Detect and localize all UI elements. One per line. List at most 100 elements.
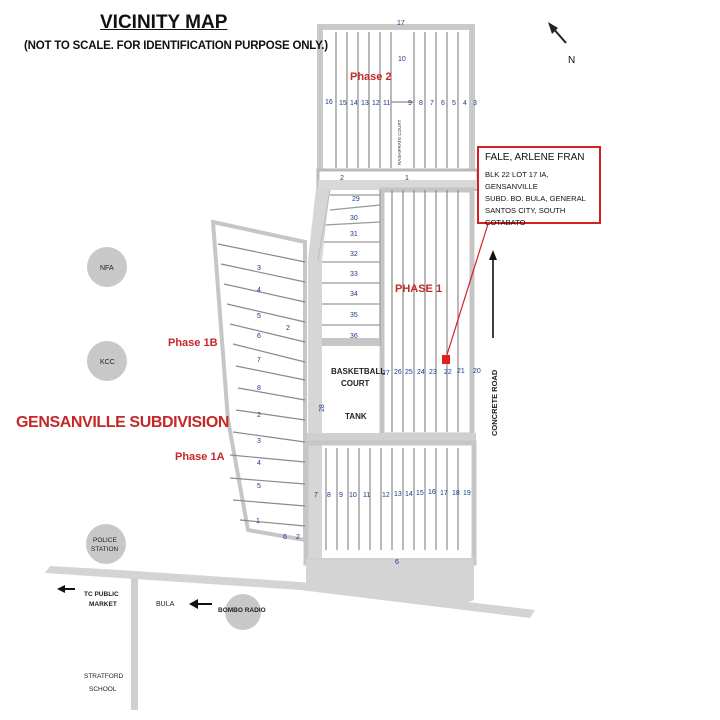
block-number: 16 (325, 99, 333, 106)
map-subtitle: (NOT TO SCALE. FOR IDENTIFICATION PURPOS… (24, 40, 328, 52)
basketball-court-label-2: COURT (341, 379, 370, 388)
block-number: 22 (444, 369, 452, 376)
block-number: 34 (350, 291, 358, 298)
block-number: 25 (405, 369, 413, 376)
block-number: 35 (350, 312, 358, 319)
tank-label: TANK (345, 412, 367, 421)
phase1b-1a-area (210, 219, 307, 543)
nfa-label: NFA (100, 265, 114, 272)
lower-area (303, 440, 477, 568)
block-number: 6 (441, 100, 445, 107)
tc-market-label-1: TC PUBLIC (84, 591, 119, 598)
block-number: 1 (256, 518, 260, 525)
arrow-left-icon (57, 585, 75, 593)
block-number: 31 (350, 231, 358, 238)
bombo-label: BOMBO RADIO (218, 607, 266, 614)
bula-label: BULA (156, 601, 175, 608)
block-number: 28 (319, 404, 326, 412)
block-number: 4 (257, 460, 261, 467)
block-number: 9 (408, 100, 412, 107)
block-number: 21 (457, 368, 465, 375)
basketball-court-label-1: BASKETBALL (331, 367, 385, 376)
block-number: 16 (428, 489, 436, 496)
block-number: 6 (283, 534, 287, 541)
block-number: 14 (350, 100, 358, 107)
block-number: 3 (473, 100, 477, 107)
owner-address-line: SANTOS CITY, SOUTH COTABATO (485, 206, 566, 227)
owner-name: FALE, ARLENE FRAN (485, 152, 585, 163)
internal-road-mid (306, 433, 476, 443)
block-number: 15 (339, 100, 347, 107)
phase1a-label: Phase 1A (175, 451, 225, 463)
block-number: 14 (405, 491, 413, 498)
stratford-label-1: STRATFORD (84, 673, 124, 680)
block-number: 33 (350, 271, 358, 278)
block-number: 9 (339, 492, 343, 499)
block-number: 18 (452, 490, 460, 497)
block-number: 32 (350, 251, 358, 258)
phase1-area (320, 187, 475, 438)
kcc-label: KCC (100, 359, 115, 366)
block-number: 7 (430, 100, 434, 107)
block-number: 5 (257, 483, 261, 490)
block-number: 11 (383, 100, 390, 107)
block-number: 6 (395, 559, 399, 566)
block-number: 30 (350, 215, 358, 222)
block-number: 5 (452, 100, 456, 107)
block-number: 4 (463, 100, 467, 107)
block-number: 17 (397, 20, 405, 27)
block-number: 13 (394, 491, 402, 498)
arrow-left-icon (189, 599, 212, 609)
block-number: 10 (398, 56, 406, 63)
subdivision-name: GENSANVILLE SUBDIVISION (16, 414, 229, 431)
stratford-label-2: SCHOOL (89, 686, 117, 693)
block-number: 11 (363, 492, 370, 499)
police-station-circle (86, 524, 126, 564)
phase1-label: PHASE 1 (395, 283, 442, 295)
block-number: 27 (382, 370, 390, 377)
north-label: N (568, 55, 575, 66)
block-number: 17 (440, 490, 448, 497)
block-number: 2 (286, 325, 290, 332)
block-number: 2 (257, 412, 261, 419)
block-number: 1 (405, 175, 409, 182)
nfa-circle (87, 247, 127, 287)
police-label-1: POLICE (93, 537, 118, 544)
block-number: 10 (349, 492, 357, 499)
block-number: 12 (382, 492, 390, 499)
block-number: 19 (463, 490, 471, 497)
owner-info-box: FALE, ARLENE FRAN BLK 22 LOT 17 IA, GENS… (477, 146, 601, 227)
owner-address-line: BLK 22 LOT 17 IA, GENSANVILLE (485, 170, 549, 191)
block-number: 13 (361, 100, 369, 107)
block-number: 6 (257, 333, 261, 340)
lot-pointer (442, 223, 489, 364)
block-number: 8 (327, 492, 331, 499)
block-number: 5 (257, 313, 261, 320)
block-number: 36 (350, 333, 358, 340)
kcc-circle (87, 341, 127, 381)
block-number: 7 (257, 357, 261, 364)
police-label-2: STATION (91, 546, 119, 553)
block-number: 7 (314, 492, 318, 499)
concrete-road-label: CONCRETE ROAD (490, 369, 499, 436)
block-number: 23 (429, 369, 437, 376)
phase1b-label: Phase 1B (168, 337, 218, 349)
phase2-court-label: RASHIFRATE COURT (397, 119, 402, 165)
block-number: 2 (296, 534, 300, 541)
block-number: 15 (416, 490, 424, 497)
main-road (45, 560, 535, 710)
phase2-label: Phase 2 (350, 71, 392, 83)
bombo-radio-circle (225, 594, 261, 630)
block-number: 3 (257, 265, 261, 272)
internal-road-left (308, 188, 331, 560)
block-number: 2 (340, 175, 344, 182)
block-number: 4 (257, 287, 261, 294)
block-number: 3 (257, 438, 261, 445)
block-number: 24 (417, 369, 425, 376)
block-number: 20 (473, 368, 481, 375)
block-number: 8 (419, 100, 423, 107)
block-number: 26 (394, 369, 402, 376)
map-title: VICINITY MAP (100, 12, 228, 33)
north-arrow-icon (548, 22, 567, 44)
